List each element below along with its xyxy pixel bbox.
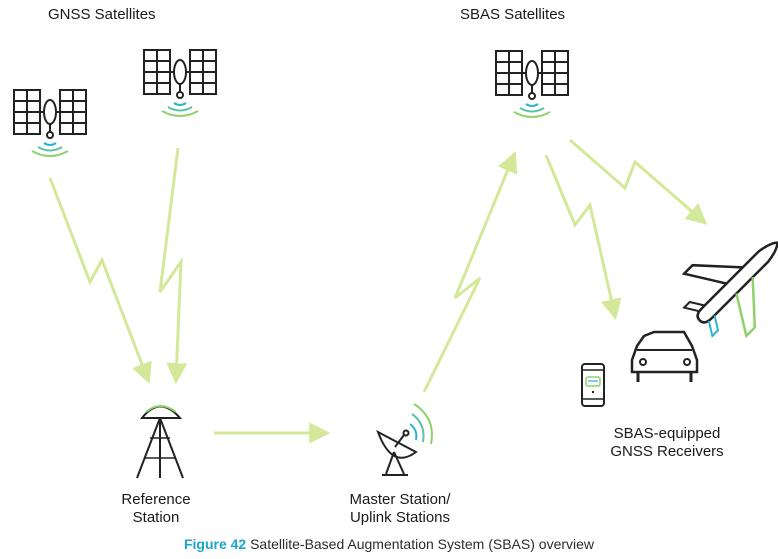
sbas-satellites-label: SBAS Satellites (460, 6, 566, 23)
reference-station-icon (136, 405, 184, 479)
master-station-dish-icon (376, 403, 433, 476)
master-station-label-line1: Master Station/ (349, 491, 451, 508)
gnss-satellite-2-icon (143, 49, 217, 117)
figure-caption-text: Satellite-Based Augmentation System (SBA… (250, 536, 595, 552)
receivers-label: SBAS-equipped GNSS Receivers (592, 425, 742, 461)
airplane-icon (681, 241, 778, 339)
link-sbas-to-car (544, 154, 622, 321)
link-master-to-sbas (422, 151, 518, 393)
link-gnss2-to-reference (158, 147, 188, 385)
reference-station-label-line1: Reference (121, 491, 191, 508)
figure-caption: Figure 42 Satellite-Based Augmentation S… (0, 536, 778, 552)
link-gnss1-to-reference (48, 177, 152, 384)
smartphone-icon (581, 363, 605, 407)
gnss-satellite-1-icon (13, 89, 87, 157)
master-station-label: Master Station/ Uplink Stations (330, 491, 470, 527)
receivers-label-line2: GNSS Receivers (610, 443, 724, 460)
link-sbas-to-airplane (569, 138, 708, 225)
car-icon (630, 330, 699, 382)
reference-station-label-line2: Station (132, 509, 180, 526)
figure-number: Figure 42 (183, 536, 247, 552)
gnss-satellites-label: GNSS Satellites (48, 6, 156, 23)
reference-station-label: Reference Station (100, 491, 212, 527)
sbas-satellite-icon (495, 50, 569, 118)
receivers-label-line1: SBAS-equipped (613, 425, 721, 442)
master-station-label-line2: Uplink Stations (349, 509, 451, 526)
